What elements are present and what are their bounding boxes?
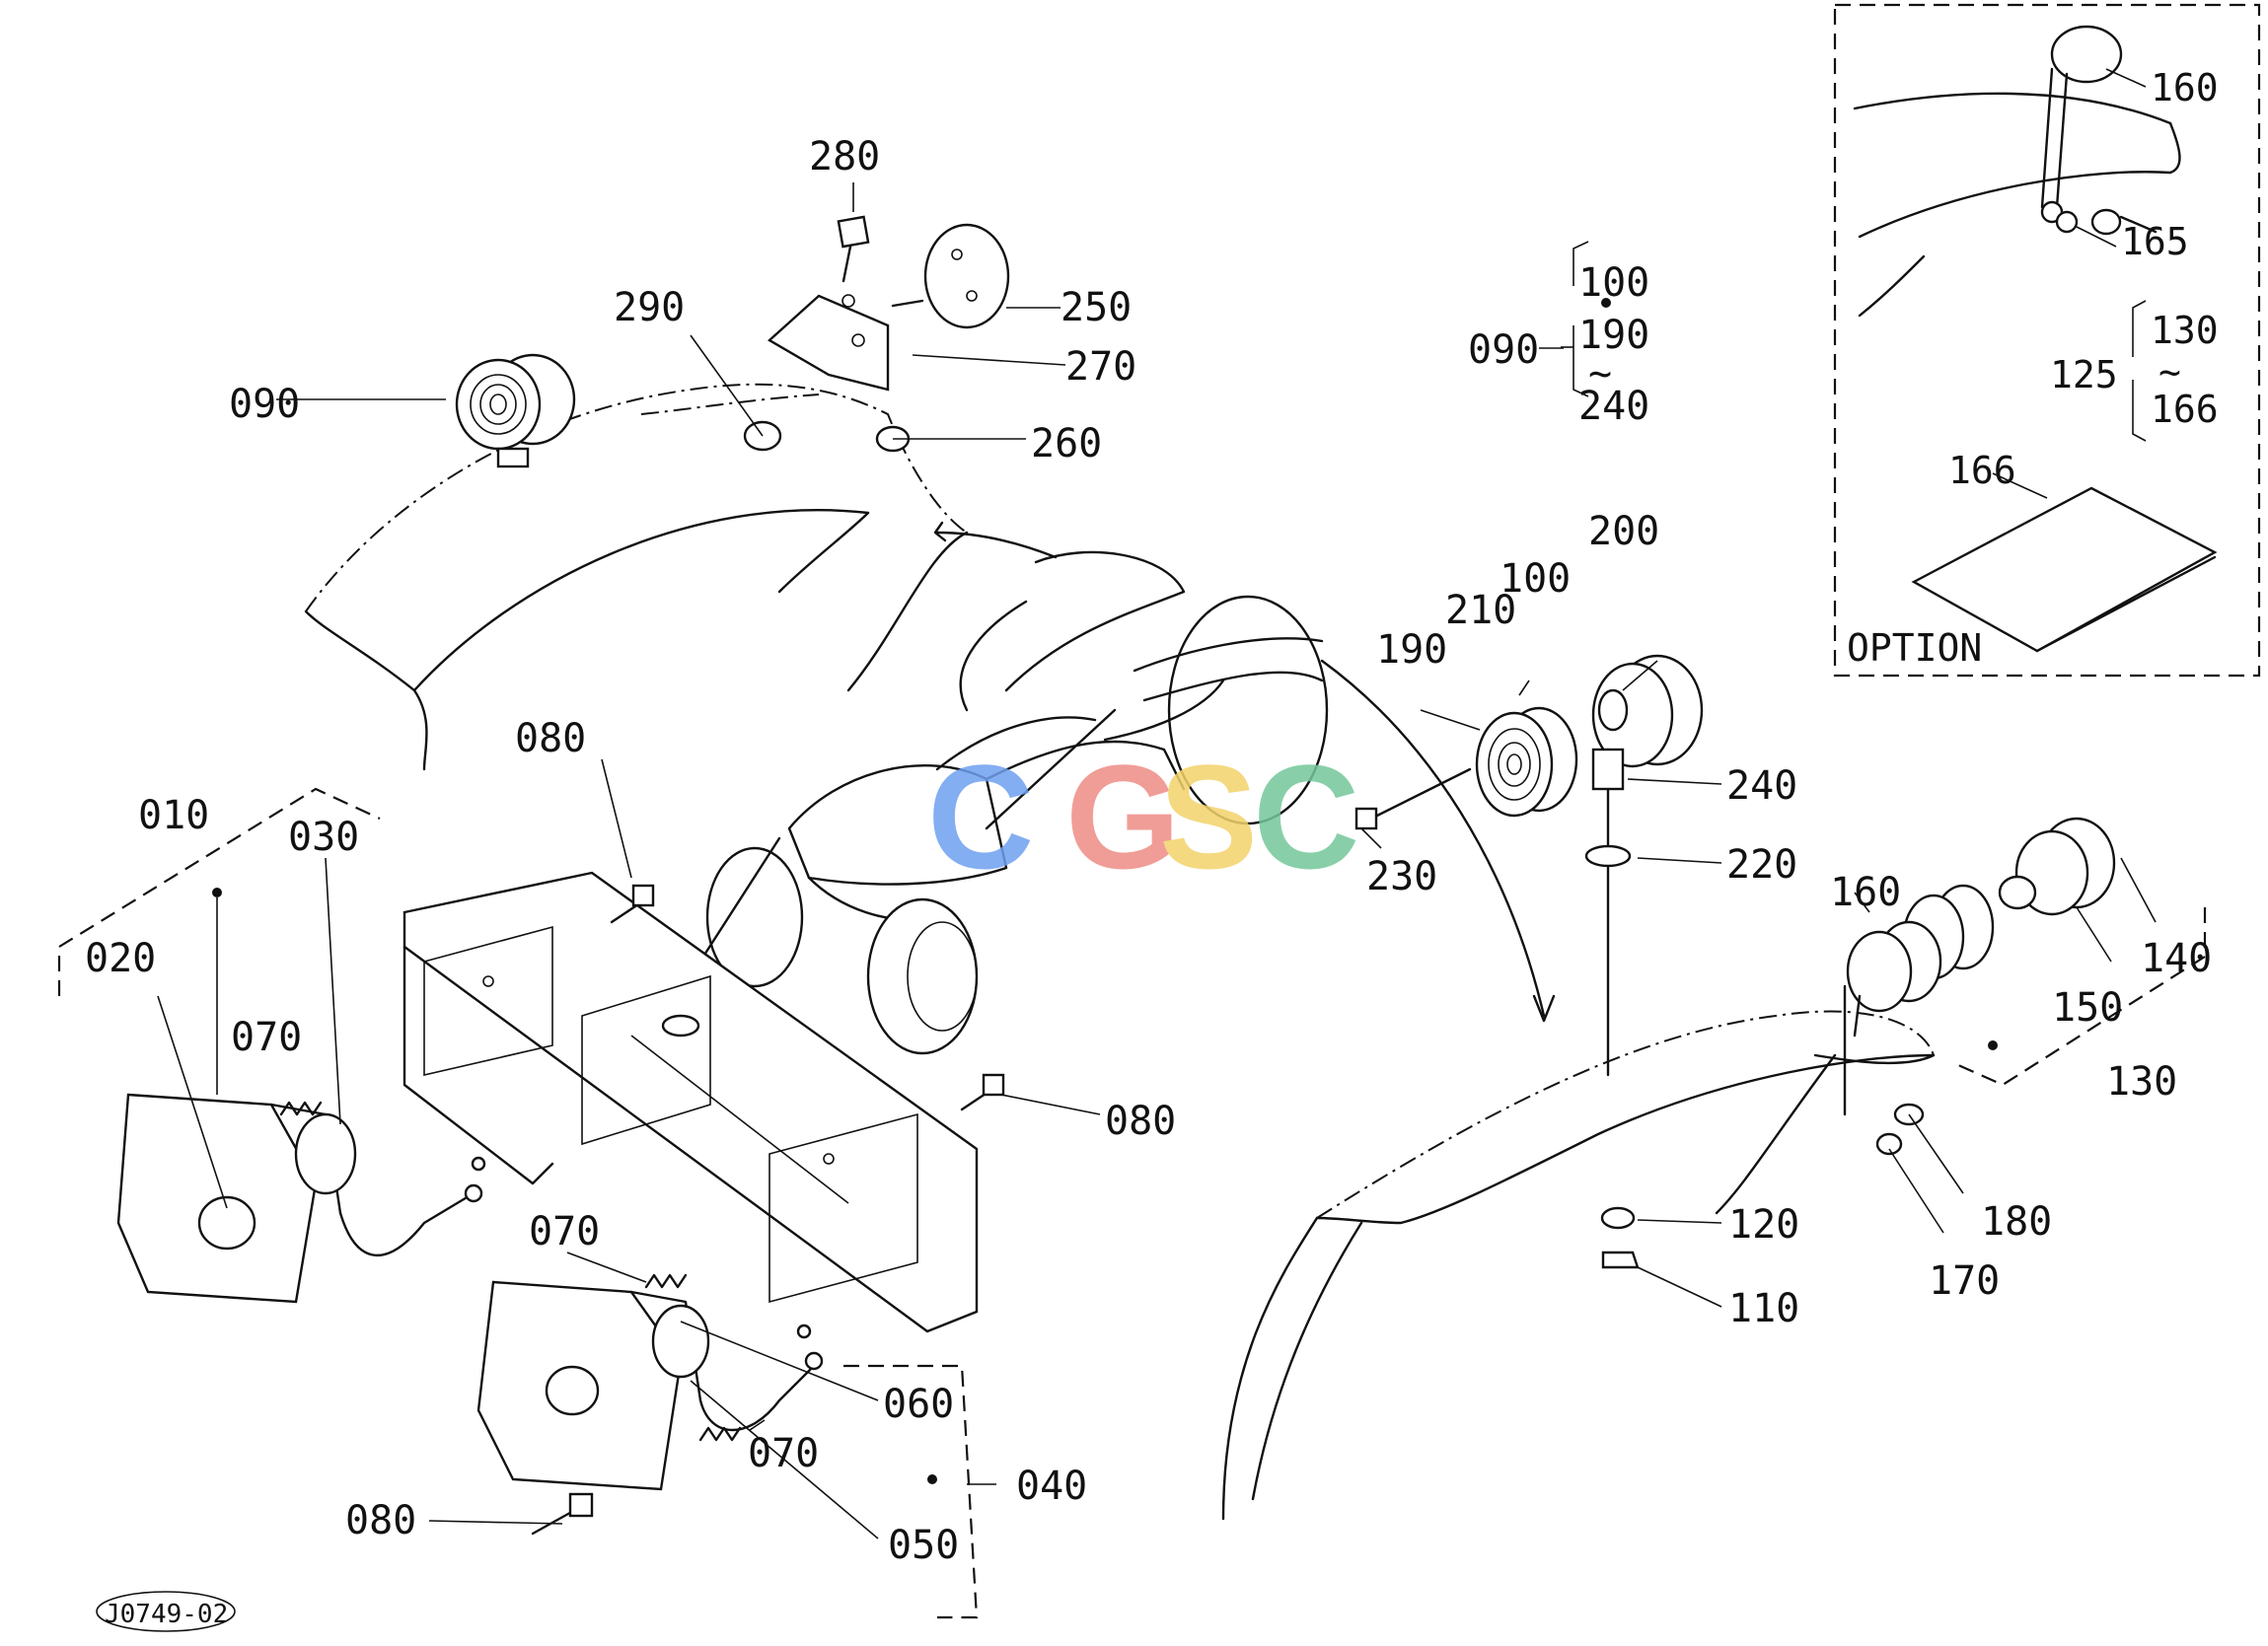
option-callout-160: 160 (2151, 66, 2219, 109)
callout-080-mid: 080 (1105, 1099, 1176, 1144)
callout-140: 140 (2141, 936, 2212, 981)
cgsc-watermark: C G S C (927, 734, 1359, 899)
option-group-item-166: 166 (2151, 388, 2219, 431)
callout-160: 160 (1830, 870, 1901, 915)
callout-130: 130 (2106, 1059, 2177, 1105)
callout-290: 290 (614, 285, 685, 330)
rear-lamp-assembly (1354, 654, 1704, 1269)
callout-170: 170 (1929, 1258, 2000, 1304)
callout-230: 230 (1366, 854, 1437, 899)
group-dot (1601, 298, 1611, 308)
callout-120: 120 (1728, 1202, 1799, 1248)
group-090-item-240: 240 (1578, 384, 1649, 429)
callout-060: 060 (883, 1382, 954, 1427)
callout-100: 100 (1500, 556, 1571, 602)
drawing-code-badge: J0749-02 (96, 1591, 236, 1632)
option-label: OPTION (1847, 626, 1982, 670)
callout-080-bottom: 080 (345, 1498, 416, 1543)
left-fender (304, 383, 969, 771)
callout-080-top: 080 (515, 716, 586, 761)
callout-250: 250 (1061, 285, 1132, 330)
option-group-item-130: 130 (2151, 309, 2219, 352)
callout-280: 280 (809, 134, 880, 179)
reflector-bracket (743, 215, 1010, 453)
group-brackets (1561, 241, 2147, 442)
watermark-letter-c2: C (1253, 734, 1359, 899)
option-callout-165: 165 (2121, 220, 2189, 263)
callout-150: 150 (2052, 985, 2123, 1031)
callout-220: 220 (1726, 842, 1797, 888)
callout-070-bottom: 070 (748, 1431, 819, 1476)
option-box (1833, 3, 2261, 678)
callout-110: 110 (1728, 1286, 1799, 1331)
option-callout-125: 125 (2050, 353, 2118, 396)
callout-070-left: 070 (231, 1015, 302, 1060)
callout-040: 040 (1016, 1464, 1087, 1509)
headlight-left (116, 1093, 486, 1304)
callout-240: 240 (1726, 763, 1797, 809)
option-range-tilde: ~ (2158, 350, 2181, 394)
work-lamp-090 (455, 353, 576, 468)
callout-180: 180 (1981, 1199, 2052, 1245)
option-callout-166: 166 (1948, 449, 2016, 492)
watermark-letter-c1: C (927, 734, 1034, 899)
springs (279, 1101, 742, 1442)
headlight-right (476, 1280, 824, 1491)
watermark-letter-s: S (1159, 734, 1258, 899)
callout-270: 270 (1065, 344, 1136, 390)
group-090-item-100: 100 (1578, 260, 1649, 306)
watermark-letter-g: G (1065, 734, 1181, 899)
callout-070-mid: 070 (529, 1209, 600, 1254)
rear-fender (1221, 1010, 1936, 1521)
callout-210: 210 (1445, 588, 1516, 633)
callout-090: 090 (229, 382, 300, 427)
callout-050: 050 (888, 1523, 959, 1568)
group-090-item-190: 190 (1578, 313, 1649, 358)
bolts (531, 884, 1005, 1536)
callout-260: 260 (1031, 421, 1102, 466)
group-range-tilde: ~ (1588, 351, 1612, 396)
callout-190: 190 (1376, 627, 1447, 673)
callout-200: 200 (1588, 509, 1659, 554)
callout-030: 030 (288, 815, 359, 860)
callout-020: 020 (85, 936, 156, 981)
turn-signal-assembly (1843, 817, 2207, 1156)
group-090-label: 090 (1468, 327, 1539, 373)
callout-010: 010 (138, 793, 209, 838)
assembly-brackets (57, 787, 996, 1619)
tractor-body (705, 550, 1329, 1055)
drawing-code: J0749-02 (105, 1600, 228, 1629)
leader-lines (157, 68, 2157, 1539)
headlight-bracket (402, 871, 979, 1333)
callout-labels: 280 290 250 270 090 260 080 010 030 020 … (85, 66, 2219, 1568)
